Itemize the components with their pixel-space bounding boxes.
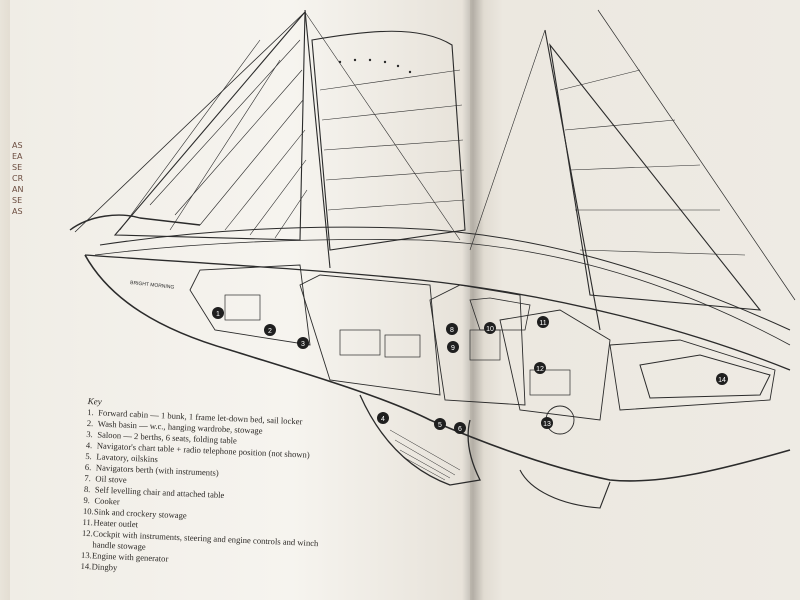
callout-1: 1 xyxy=(212,307,224,319)
callout-14: 14 xyxy=(716,373,728,385)
svg-text:2: 2 xyxy=(268,328,272,335)
hull-outline xyxy=(84,254,791,482)
open-book: ASEASECRANSEAS xyxy=(10,0,800,600)
svg-text:10: 10 xyxy=(486,326,494,333)
main-mast xyxy=(304,9,331,269)
left-page xyxy=(10,0,480,600)
callout-11: 11 xyxy=(537,316,549,328)
svg-text:13: 13 xyxy=(543,421,551,428)
svg-text:3: 3 xyxy=(301,341,305,348)
callout-6: 6 xyxy=(454,422,466,434)
key-item-number: 7. xyxy=(84,472,92,484)
mizzen-mast xyxy=(544,29,601,331)
svg-text:9: 9 xyxy=(451,345,455,352)
callout-9: 9 xyxy=(447,341,459,353)
key-item-number: 2. xyxy=(86,417,94,429)
svg-text:5: 5 xyxy=(438,422,442,429)
key-item-number: 13. xyxy=(80,549,93,561)
callout-markers: 1 2 3 4 5 6 8 9 10 11 12 13 14 xyxy=(212,307,728,434)
callout-12: 12 xyxy=(534,362,546,374)
svg-text:12: 12 xyxy=(536,366,544,373)
main-sail xyxy=(311,30,466,251)
key-item-number: 5. xyxy=(85,450,93,462)
svg-text:4: 4 xyxy=(381,416,385,423)
callout-10: 10 xyxy=(484,322,496,334)
svg-text:8: 8 xyxy=(450,327,454,334)
callout-3: 3 xyxy=(297,337,309,349)
right-page xyxy=(470,0,800,600)
key-item-number: 6. xyxy=(84,461,92,473)
callout-8: 8 xyxy=(446,323,458,335)
key-item-number: 3. xyxy=(86,428,94,440)
dinghy xyxy=(639,354,771,399)
hull-name-label: BRIGHT MORNING xyxy=(130,280,175,291)
jib-sail xyxy=(113,10,306,241)
svg-text:11: 11 xyxy=(539,320,546,327)
key-item-number: 8. xyxy=(83,483,91,495)
svg-text:14: 14 xyxy=(718,377,726,384)
key-item-number: 9. xyxy=(83,494,91,506)
diagram-key: Key 1.Forward cabin — 1 bunk, 1 frame le… xyxy=(80,396,327,582)
key-item-number: 4. xyxy=(85,439,93,451)
adjacent-page-edge-text: ASEASECRANSEAS xyxy=(12,141,24,216)
key-list: 1.Forward cabin — 1 bunk, 1 frame let-do… xyxy=(80,407,327,582)
keel xyxy=(359,394,481,486)
callout-2: 2 xyxy=(264,324,276,336)
callout-5: 5 xyxy=(434,418,446,430)
svg-text:1: 1 xyxy=(216,311,220,318)
svg-text:6: 6 xyxy=(458,426,462,433)
key-item-number: 14. xyxy=(80,560,92,572)
callout-4: 4 xyxy=(377,412,389,424)
callout-13: 13 xyxy=(541,417,553,429)
key-item-number: 1. xyxy=(87,406,94,418)
key-item-number: 10. xyxy=(82,505,94,517)
key-item-number: 11. xyxy=(82,516,94,528)
